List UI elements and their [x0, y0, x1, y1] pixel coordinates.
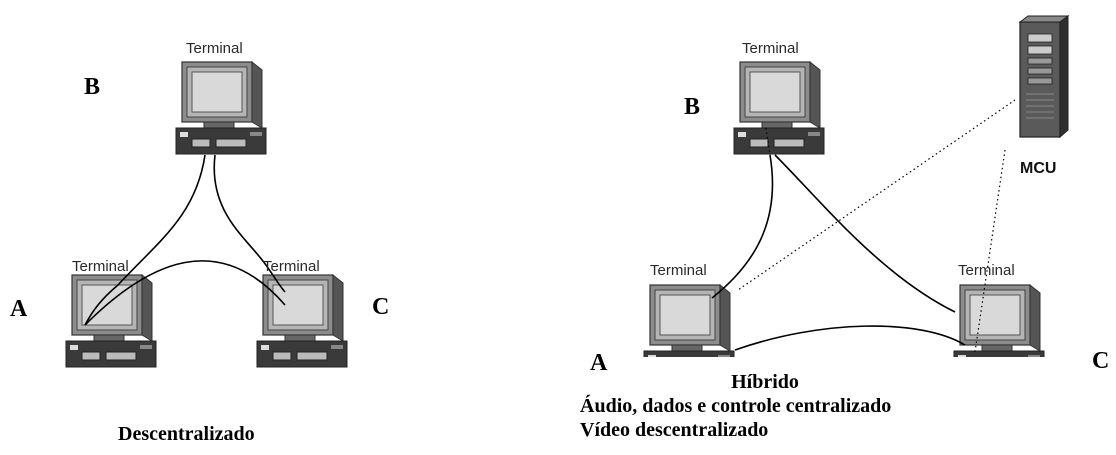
mcu-link-a	[737, 99, 1016, 291]
left-terminal-a-icon	[65, 274, 157, 368]
left-terminal-c-label: Terminal	[263, 258, 320, 275]
left-node-c-letter: C	[372, 294, 390, 320]
right-terminal-a-label: Terminal	[650, 262, 707, 279]
left-links	[84, 154, 286, 326]
left-terminal-c-icon	[256, 274, 348, 368]
right-terminal-c-label: Terminal	[958, 262, 1015, 279]
link-b-a	[84, 154, 206, 326]
right-node-a-letter: A	[590, 350, 608, 376]
mcu-link-b-stub	[765, 127, 771, 156]
link-a-c	[84, 260, 286, 326]
right-caption-line-2: Áudio, dados e controle centralizado	[580, 395, 892, 417]
right-terminal-b-label: Terminal	[742, 40, 799, 57]
link-b-c	[213, 154, 286, 293]
left-terminal-b-icon	[175, 61, 267, 155]
right-node-b-letter: B	[684, 94, 701, 120]
video-link-b-c	[774, 154, 956, 313]
left-terminal-b-label: Terminal	[186, 40, 243, 57]
right-video-links	[711, 154, 966, 351]
left-node-a-letter: A	[10, 296, 28, 322]
video-link-b-a	[711, 154, 774, 299]
left-terminal-a-label: Terminal	[72, 258, 129, 275]
left-caption: Descentralizado	[118, 423, 255, 445]
left-node-b-letter: B	[84, 74, 101, 100]
right-terminal-b-icon	[733, 61, 825, 155]
mcu-server-icon	[1019, 15, 1069, 138]
video-link-a-c	[734, 325, 966, 351]
mcu-label: MCU	[1020, 160, 1057, 177]
right-caption-line-3: Vídeo descentralizado	[580, 419, 769, 441]
right-caption-line-1: Híbrido	[731, 371, 799, 393]
right-node-c-letter: C	[1092, 348, 1110, 374]
right-centralized-links	[737, 99, 1016, 353]
